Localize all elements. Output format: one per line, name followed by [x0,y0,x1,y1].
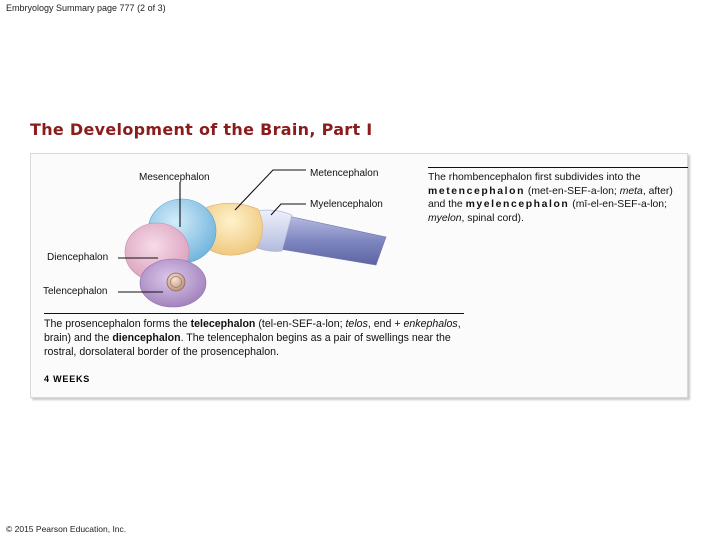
page-header: Embryology Summary page 777 (2 of 3) [6,3,166,13]
figure-caption: 4 WEEKS [44,374,91,384]
copyright-notice: © 2015 Pearson Education, Inc. [6,524,127,534]
rhomb-text-rule [428,167,688,168]
pros-text-rule [44,313,464,314]
label-telencephalon: Telencephalon [43,286,108,297]
prosencephalon-description: The prosencephalon forms the telecephalo… [44,318,461,358]
brain-illustration [118,169,387,308]
label-myelencephalon: Myelencephalon [310,199,383,210]
spinal-cord [279,215,387,266]
rhombencephalon-description: The rhombencephalon first subdivides int… [428,172,673,224]
optic-vesicle [166,272,186,292]
slide-title: The Development of the Brain, Part I [30,120,373,139]
label-diencephalon: Diencephalon [47,252,109,263]
label-mesencephalon: Mesencephalon [139,172,210,183]
label-metencephalon: Metencephalon [310,168,379,179]
metencephalon-region [204,202,263,256]
